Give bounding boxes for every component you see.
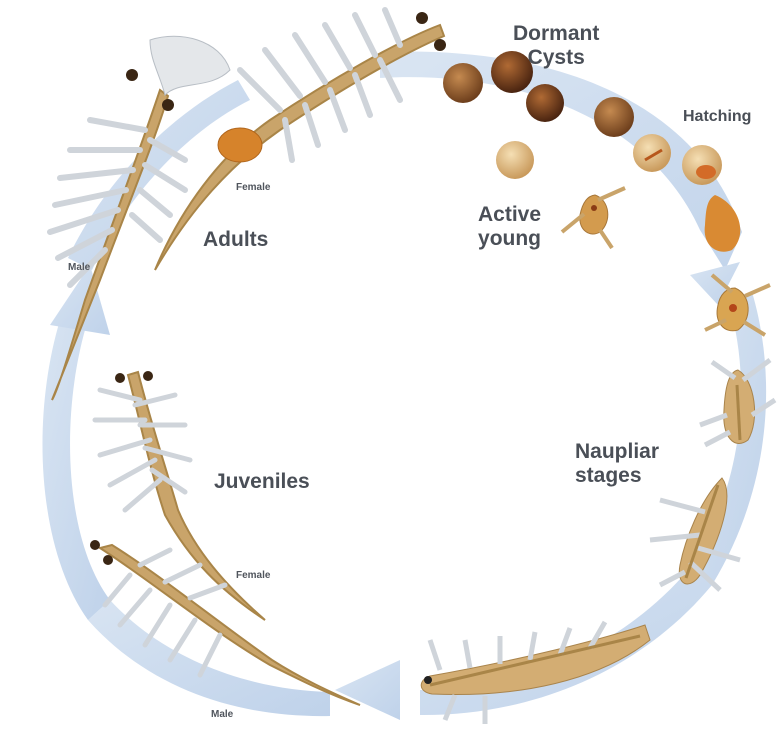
label-cysts-line: Cysts xyxy=(513,46,599,70)
emerging-larva xyxy=(705,195,741,252)
cyst xyxy=(526,84,564,122)
label-naupliar-line: Naupliar xyxy=(575,440,659,464)
label-dormant-cysts: Dormant Cysts xyxy=(513,22,599,69)
cyst xyxy=(443,63,483,103)
label-male-juvenile: Male xyxy=(211,709,233,720)
label-adults: Adults xyxy=(203,228,268,252)
label-naupliar-stages: Naupliar stages xyxy=(575,440,659,487)
label-female-adult: Female xyxy=(236,182,270,193)
label-active-young: Active young xyxy=(478,203,541,250)
label-young-line: young xyxy=(478,227,541,251)
arrow-head-bottom xyxy=(335,660,400,720)
arrow-left-segment xyxy=(42,320,110,620)
label-juveniles: Juveniles xyxy=(214,470,310,494)
active-young-larva xyxy=(562,188,625,248)
label-dormant-line: Dormant xyxy=(513,22,599,46)
cyst xyxy=(496,141,534,179)
label-male-adult: Male xyxy=(68,262,90,273)
hatching-cyst xyxy=(682,145,722,185)
hatching-cyst xyxy=(633,134,671,172)
label-hatching: Hatching xyxy=(683,108,751,126)
label-active-line: Active xyxy=(478,203,541,227)
label-stages-line: stages xyxy=(575,464,659,488)
cyst xyxy=(594,97,634,137)
label-female-juvenile: Female xyxy=(236,570,270,581)
